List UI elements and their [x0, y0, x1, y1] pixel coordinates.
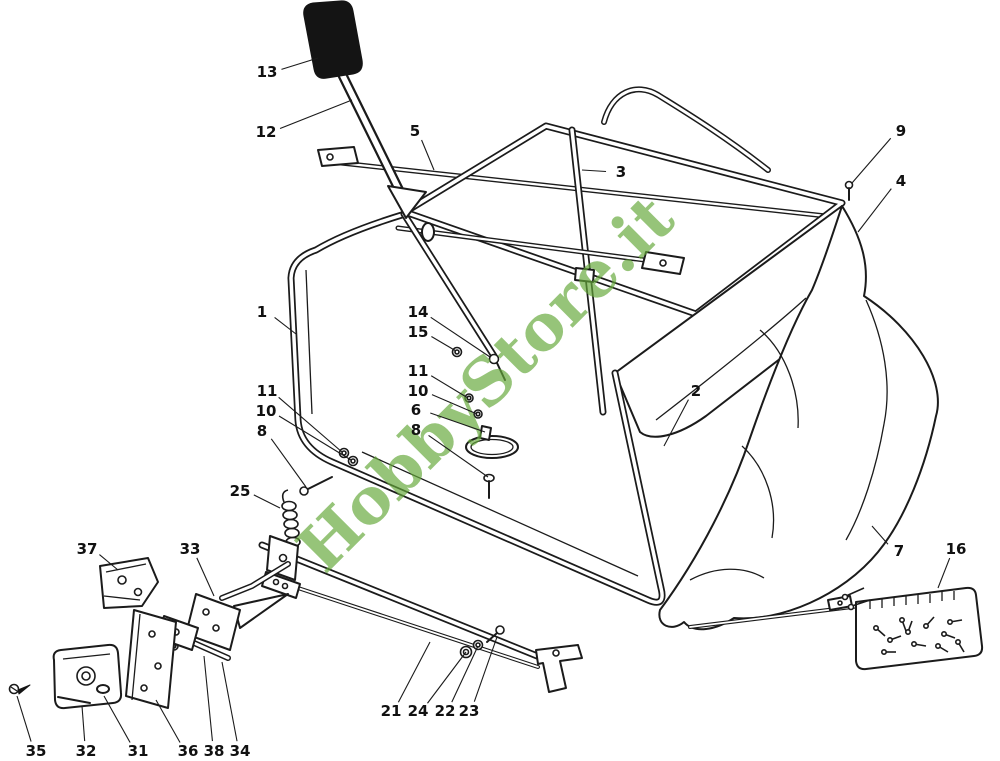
leader-line-7-14 [430, 316, 491, 358]
handle-assembly [303, 0, 494, 356]
part-label-9-11: 11 [408, 362, 429, 380]
part-label-10-10: 10 [408, 382, 429, 400]
leader-line-14-10 [278, 415, 352, 461]
part-label-17-25: 25 [230, 482, 251, 500]
leader-line-11-6 [430, 412, 486, 433]
leader-line-5-4 [857, 188, 892, 233]
leader-line-12-8 [428, 435, 489, 478]
handle-collar [421, 222, 435, 242]
part-label-23-24: 24 [408, 702, 429, 720]
lower-frame [291, 214, 662, 602]
leader-line-26-35 [16, 695, 32, 742]
part-label-21-16: 16 [946, 540, 967, 558]
grass-catcher-assembly [8, 0, 984, 710]
part-label-15-8: 8 [257, 422, 267, 440]
part-label-3-3: 3 [616, 163, 626, 181]
bracket-37 [99, 557, 159, 609]
middle-upright [572, 130, 603, 412]
leader-line-9-11 [430, 375, 469, 399]
part-label-26-35: 35 [26, 742, 47, 760]
leader-line-0-13 [281, 57, 319, 70]
part-label-8-15: 15 [408, 323, 429, 341]
part-label-24-22: 22 [435, 702, 456, 720]
part-label-27-32: 32 [76, 742, 97, 760]
leader-line-2-5 [421, 139, 435, 171]
leader-line-22-21 [397, 641, 431, 703]
leader-line-13-11 [278, 396, 343, 453]
part-label-16-2: 2 [691, 382, 701, 400]
part-label-25-23: 23 [459, 702, 480, 720]
leader-line-15-8 [270, 438, 307, 488]
leader-line-27-32 [81, 705, 86, 742]
upright-clamp [574, 267, 595, 283]
leader-line-6-1 [274, 316, 297, 335]
bracket-33 [157, 561, 291, 651]
hardware-bag [841, 586, 984, 671]
handle-grip [303, 0, 363, 79]
leader-line-20-7 [871, 525, 889, 545]
part-label-2-5: 5 [410, 122, 420, 140]
leader-line-16-2 [663, 399, 689, 447]
leader-line-4-9 [851, 137, 892, 184]
bag-screws [872, 616, 965, 655]
part-label-5-4: 4 [896, 172, 906, 190]
latch-plate-36 [125, 609, 177, 709]
leader-line-10-10 [431, 394, 478, 415]
support-bar [317, 146, 844, 218]
bolt-8-left [307, 476, 333, 490]
part-label-31-34: 34 [230, 742, 251, 760]
handle-junction-plate [387, 185, 427, 219]
leader-line-23-24 [427, 651, 467, 704]
part-label-20-7: 7 [894, 542, 904, 560]
leader-line-24-22 [451, 645, 479, 703]
leader-line-19-33 [196, 557, 215, 597]
leader-line-3-3 [581, 169, 607, 173]
spacer-6 [479, 425, 492, 441]
leader-line-8-15 [431, 335, 457, 352]
latch-knob-31 [96, 684, 110, 694]
part-label-22-21: 21 [381, 702, 402, 720]
latch-assembly [8, 609, 177, 710]
leader-line-30-38 [203, 655, 213, 742]
part-label-7-14: 14 [408, 303, 429, 321]
part-label-29-36: 36 [178, 742, 199, 760]
part-label-18-37: 37 [77, 540, 98, 558]
leader-line-1-12 [279, 99, 353, 130]
leader-line-28-31 [103, 695, 131, 743]
leader-lines [16, 57, 951, 743]
leader-line-18-37 [99, 554, 119, 571]
leader-line-21-16 [937, 557, 951, 589]
leader-line-29-36 [155, 699, 181, 743]
leader-line-25-23 [473, 636, 498, 702]
part-label-13-11: 11 [257, 382, 278, 400]
screw-23 [495, 625, 505, 635]
bar-mount-tab-left [317, 146, 359, 167]
part-label-11-6: 6 [411, 401, 421, 419]
part-label-30-38: 38 [204, 742, 225, 760]
part-label-14-10: 10 [256, 402, 277, 420]
part-label-19-33: 33 [180, 540, 201, 558]
leader-line-31-34 [221, 661, 238, 742]
front-support-bar [398, 228, 685, 275]
part-label-28-31: 31 [128, 742, 149, 760]
part-label-12-8: 8 [411, 421, 421, 439]
rear-hoop [604, 89, 768, 170]
screw-14 [488, 353, 500, 365]
part-label-0-13: 13 [257, 63, 278, 81]
part-label-1-12: 12 [256, 123, 277, 141]
leader-line-17-25 [253, 494, 281, 509]
floor-oval-opening [465, 435, 519, 459]
part-label-6-1: 1 [257, 303, 267, 321]
bar-end-hook [535, 644, 583, 693]
part-label-4-9: 9 [896, 122, 906, 140]
